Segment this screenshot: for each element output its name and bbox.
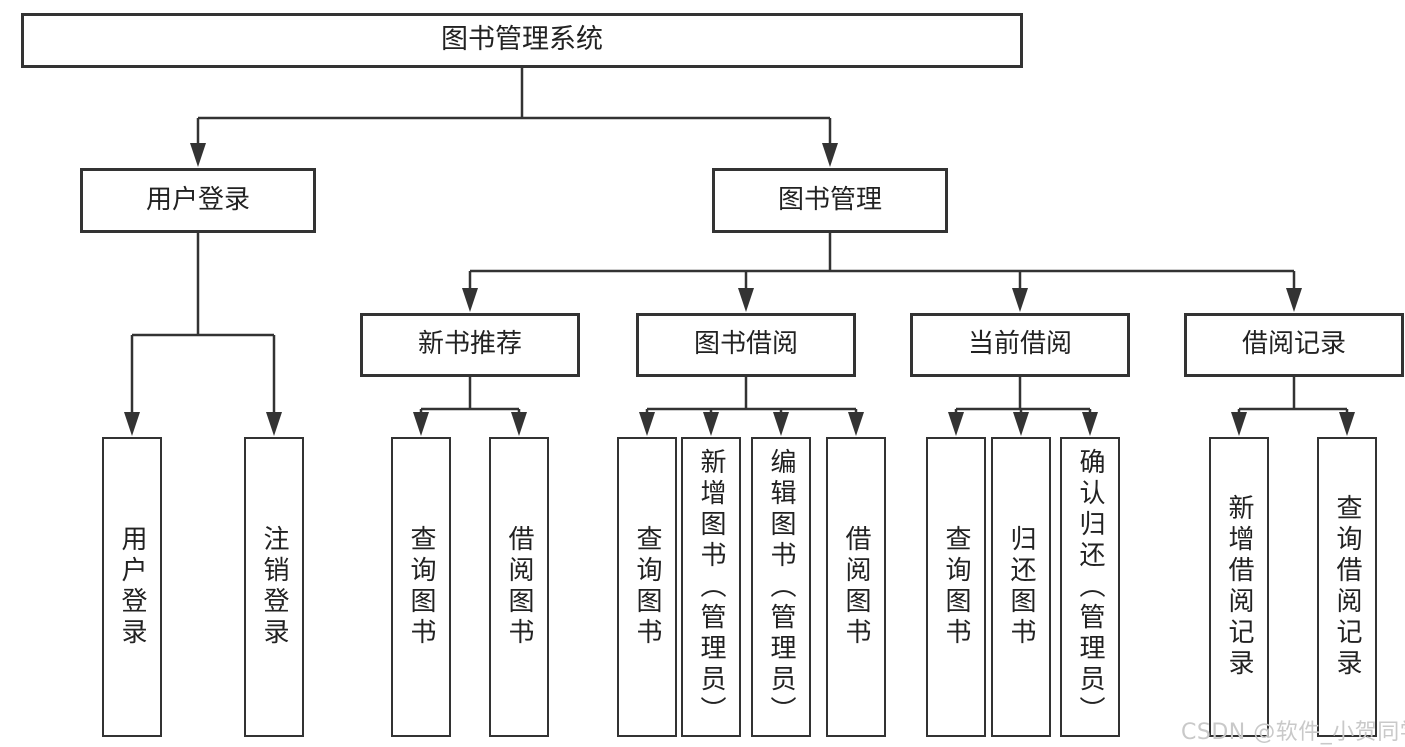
leaf-query-books-current: 查询图书 [926, 437, 986, 737]
leaf-borrow-books-recommendation: 借阅图书 [489, 437, 549, 737]
node-borrowing-records: 借阅记录 [1184, 313, 1404, 377]
leaf-confirm-return-admin: 确认归还（管理员） [1060, 437, 1120, 737]
leaf-label: 确认归还（管理员） [1075, 447, 1105, 727]
csdn-watermark: CSDN @软件_小贺同学 [1181, 720, 1405, 745]
node-user-login-module: 用户登录 [80, 168, 316, 233]
connector-level3-to-leaves [413, 377, 1355, 436]
node-new-book-recommendation: 新书推荐 [360, 313, 580, 377]
connector-root-branch [190, 68, 838, 167]
leaf-label: 编辑图书（管理员） [766, 447, 796, 727]
leaf-label: 注销登录 [259, 525, 289, 649]
leaf-label: 归还图书 [1006, 525, 1036, 649]
leaf-query-books-borrowing: 查询图书 [617, 437, 677, 737]
leaf-label: 用户登录 [117, 525, 147, 649]
leaf-user-login: 用户登录 [102, 437, 162, 737]
connector-user-login-branch [124, 233, 282, 436]
leaf-add-borrow-record: 新增借阅记录 [1209, 437, 1269, 737]
node-library-management-system: 图书管理系统 [21, 13, 1023, 68]
leaf-label: 查询图书 [941, 525, 971, 649]
connector-book-management-branch [462, 233, 1302, 312]
leaf-return-books: 归还图书 [991, 437, 1051, 737]
leaf-label: 新增图书（管理员） [696, 447, 726, 727]
leaf-add-books-admin: 新增图书（管理员） [681, 437, 741, 737]
leaf-edit-books-admin: 编辑图书（管理员） [751, 437, 811, 737]
leaf-label: 借阅图书 [841, 525, 871, 649]
leaf-query-books-recommendation: 查询图书 [391, 437, 451, 737]
leaf-logout: 注销登录 [244, 437, 304, 737]
node-current-borrowing: 当前借阅 [910, 313, 1130, 377]
leaf-label: 查询借阅记录 [1332, 494, 1362, 680]
node-book-management-module: 图书管理 [712, 168, 948, 233]
leaf-label: 新增借阅记录 [1224, 494, 1254, 680]
leaf-label: 借阅图书 [504, 525, 534, 649]
leaf-label: 查询图书 [406, 525, 436, 649]
leaf-query-borrow-record: 查询借阅记录 [1317, 437, 1377, 737]
node-book-borrowing: 图书借阅 [636, 313, 856, 377]
leaf-borrow-books: 借阅图书 [826, 437, 886, 737]
leaf-label: 查询图书 [632, 525, 662, 649]
